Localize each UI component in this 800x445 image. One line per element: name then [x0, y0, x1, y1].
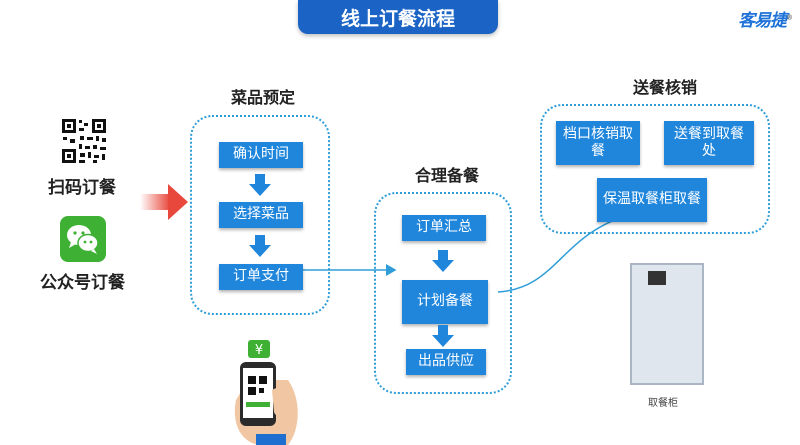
phone-payment-image: ¥	[234, 340, 298, 445]
brand-logo: 客易捷®	[738, 6, 796, 32]
yen-icon: ¥	[255, 343, 263, 358]
page-title: 线上订餐流程	[298, 0, 498, 34]
channel-arrow	[140, 184, 188, 220]
step-heated-locker: 保温取餐柜取餐	[597, 178, 707, 222]
locker-caption: 取餐柜	[648, 398, 678, 409]
group-title-prep: 合理备餐	[414, 166, 479, 185]
group-prep	[374, 192, 512, 394]
channel-label-scan: 扫码订餐	[48, 178, 116, 198]
group-title-pickup: 送餐核销	[632, 78, 697, 97]
down-arrow-icon	[432, 250, 454, 272]
step-counter-verify: 档口核销取餐	[556, 121, 640, 165]
food-locker-image	[630, 263, 704, 385]
group-menu	[190, 115, 330, 315]
step-order-summary: 订单汇总	[402, 215, 486, 241]
step-select-dish: 选择菜品	[219, 202, 303, 228]
step-pay-order: 订单支付	[219, 264, 303, 290]
registered-mark: ®	[786, 13, 793, 22]
down-arrow-icon	[249, 174, 271, 196]
brand-logo-text: 客易捷	[738, 11, 787, 31]
channel-label-wechat: 公众号订餐	[40, 273, 125, 293]
group-pickup	[540, 104, 770, 234]
down-arrow-icon	[249, 235, 271, 257]
qr-code-icon	[60, 117, 108, 165]
down-arrow-icon	[432, 325, 454, 347]
step-confirm-time: 确认时间	[219, 142, 303, 168]
wechat-icon	[60, 216, 106, 262]
step-deliver-to-pickup: 送餐到取餐处	[664, 121, 754, 165]
step-plan-prep: 计划备餐	[402, 280, 488, 324]
group-title-menu: 菜品预定	[230, 88, 295, 107]
page-title-text: 线上订餐流程	[340, 7, 455, 30]
step-serve: 出品供应	[406, 349, 486, 375]
